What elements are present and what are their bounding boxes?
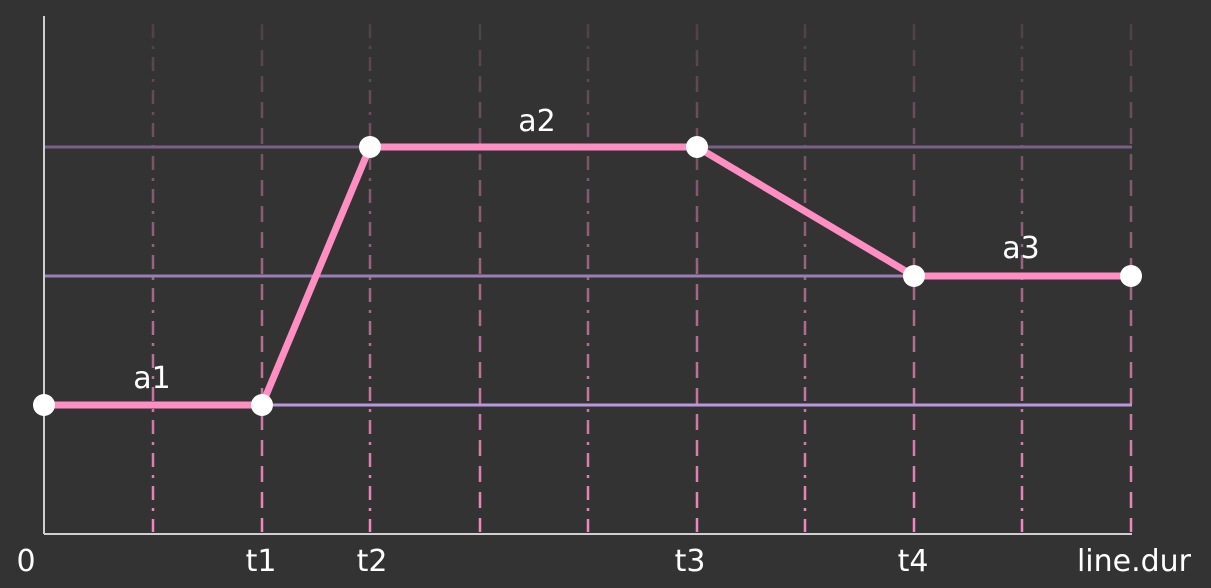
segment-label-a3: a3 (1002, 231, 1039, 266)
x-label-0: 0 (16, 544, 35, 579)
x-label-t2: t2 (357, 544, 388, 579)
breakpoint-5 (1120, 265, 1142, 287)
segment-label-a2: a2 (518, 104, 555, 139)
x-label-t1: t1 (246, 544, 277, 579)
breakpoints (33, 136, 1142, 416)
breakpoint-0 (33, 394, 55, 416)
breakpoint-4 (903, 265, 925, 287)
x-label-line-dur: line.dur (1077, 544, 1192, 579)
breakpoint-3 (686, 136, 708, 158)
x-label-t4: t4 (898, 544, 929, 579)
breakpoint-1 (251, 394, 273, 416)
envelope-line (44, 143, 1131, 409)
segment-label-a1: a1 (133, 361, 170, 396)
breakpoint-2 (359, 136, 381, 158)
x-label-t3: t3 (675, 544, 706, 579)
